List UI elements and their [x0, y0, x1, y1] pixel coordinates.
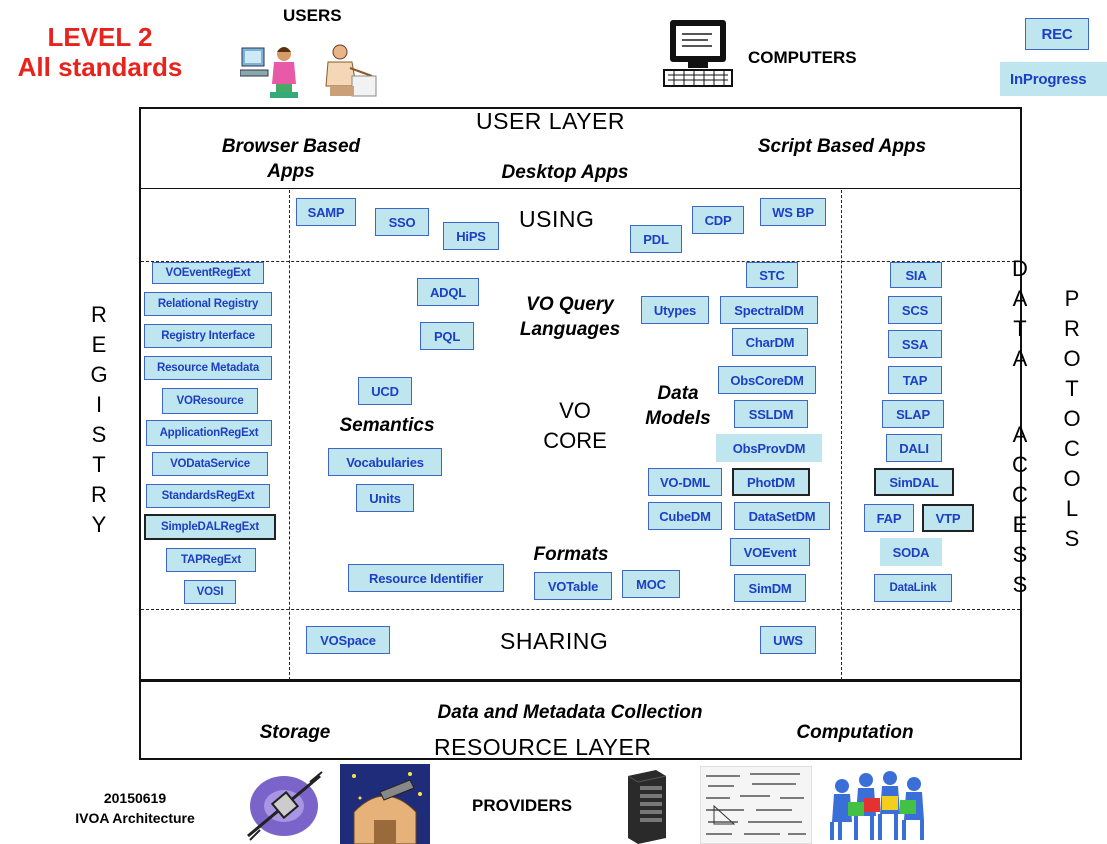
vo-core-label: VO CORE [543, 398, 607, 453]
using-box-samp: SAMP [296, 198, 356, 226]
semantics-box-units: Units [356, 484, 414, 512]
sharing-box-uws: UWS [760, 626, 816, 654]
dm-box-obscoredm: ObsCoreDM [718, 366, 816, 394]
dap-box-simdal: SimDAL [874, 468, 954, 496]
level-title: LEVEL 2 [47, 22, 153, 52]
dap-box-tap: TAP [888, 366, 942, 394]
dashed-right [841, 190, 842, 680]
dap-box-fap: FAP [864, 504, 914, 532]
computers-label: COMPUTERS [748, 48, 857, 67]
dap-box-slap: SLAP [882, 400, 944, 428]
dm-box-obsprovdm: ObsProvDM [716, 434, 822, 462]
resource-layer-frame [139, 680, 1022, 760]
registry-box-voeventregext: VOEventRegExt [152, 262, 264, 284]
format-box-votable: VOTable [534, 572, 612, 600]
person-writing-icon [325, 44, 377, 97]
dashed-left [289, 190, 290, 680]
storage-label: Storage [259, 722, 331, 743]
dm-box-cubedm: CubeDM [648, 502, 722, 530]
registry-box-resource-metadata: Resource Metadata [144, 356, 272, 380]
providers-label: PROVIDERS [472, 796, 573, 815]
server-icon [627, 770, 667, 844]
dap-box-sia: SIA [890, 262, 942, 288]
registry-box-standardsregext: StandardsRegExt [146, 484, 270, 508]
legend-inprogress: InProgress [1000, 62, 1107, 96]
script-apps-label: Script Based Apps [757, 136, 927, 157]
using-box-cdp: CDP [692, 206, 744, 234]
dm-box-photdm: PhotDM [732, 468, 810, 496]
dap-box-datalink: DataLink [874, 574, 952, 602]
dashed-bottom [141, 609, 1020, 610]
registry-box-vodataservice: VODataService [152, 452, 268, 476]
data-models-label: Data Models [645, 383, 711, 429]
registry-box-relational-registry: Relational Registry [144, 292, 272, 316]
using-box-pdl: PDL [630, 225, 682, 253]
dm-box-stc: STC [746, 262, 798, 288]
sharing-box-vospace: VOSpace [306, 626, 390, 654]
dap-box-ssa: SSA [888, 330, 942, 358]
format-box-resource-identifier: Resource Identifier [348, 564, 504, 592]
desktop-apps-label: Desktop Apps [501, 162, 629, 183]
sharing-label: SHARING [500, 628, 609, 654]
dm-box-voevent: VOEvent [730, 538, 810, 566]
collection-label: Data and Metadata Collection [437, 702, 703, 723]
registry-box-voresource: VOResource [162, 388, 258, 414]
user-at-computer-icon [240, 47, 298, 98]
footer-date: 20150619 [103, 790, 167, 806]
dm-box-vo-dml: VO-DML [648, 468, 722, 496]
dm-box-simdm: SimDM [734, 574, 806, 602]
using-label: USING [519, 206, 595, 232]
legend-rec: REC [1025, 18, 1089, 50]
semantics-box-vocabularies: Vocabularies [328, 448, 442, 476]
satellite-icon [240, 766, 332, 844]
resource-layer-title: RESOURCE LAYER [434, 734, 652, 760]
user-layer-divider [139, 188, 1022, 189]
observatory-icon [340, 764, 430, 844]
dap-box-soda: SODA [880, 538, 942, 566]
dm-box-chardm: CharDM [732, 328, 808, 356]
footer-arch: IVOA Architecture [75, 810, 195, 826]
registry-box-registry-interface: Registry Interface [144, 324, 272, 348]
registry-box-vosi: VOSI [184, 580, 236, 604]
dap-box-scs: SCS [888, 296, 942, 324]
dashed-top [141, 261, 1020, 262]
formats-label: Formats [533, 544, 609, 565]
computation-label: Computation [796, 722, 914, 743]
browser-apps-label: Browser Based Apps [221, 136, 361, 182]
equations-icon [700, 766, 812, 844]
footer-date-block: 20150619 IVOA Architecture [50, 788, 220, 828]
registry-box-simpledalregext: SimpleDALRegExt [144, 514, 276, 540]
query-box-adql: ADQL [417, 278, 479, 306]
format-box-moc: MOC [622, 570, 680, 598]
semantics-box-ucd: UCD [358, 377, 412, 405]
using-box-sso: SSO [375, 208, 429, 236]
users-label: USERS [283, 6, 342, 25]
level-title-block: LEVEL 2 All standards [10, 22, 190, 82]
dm-box-spectraldm: SpectralDM [720, 296, 818, 324]
teamwork-puzzle-icon [830, 771, 924, 840]
computer-icon [663, 20, 733, 87]
registry-box-applicationregext: ApplicationRegExt [146, 420, 272, 446]
query-box-pql: PQL [420, 322, 474, 350]
dap-box-vtp: VTP [922, 504, 974, 532]
dm-box-ssldm: SSLDM [734, 400, 808, 428]
dm-box-datasetdm: DataSetDM [734, 502, 830, 530]
using-box-wsbp: WS BP [760, 198, 826, 226]
dm-box-utypes: Utypes [641, 296, 709, 324]
level-subtitle: All standards [17, 52, 183, 82]
semantics-label: Semantics [339, 415, 435, 436]
registry-box-tapregext: TAPRegExt [166, 548, 256, 572]
user-layer-title: USER LAYER [476, 108, 626, 134]
using-box-hips: HiPS [443, 222, 499, 250]
dap-box-dali: DALI [886, 434, 942, 462]
query-languages-label: VO Query Languages [519, 294, 621, 340]
